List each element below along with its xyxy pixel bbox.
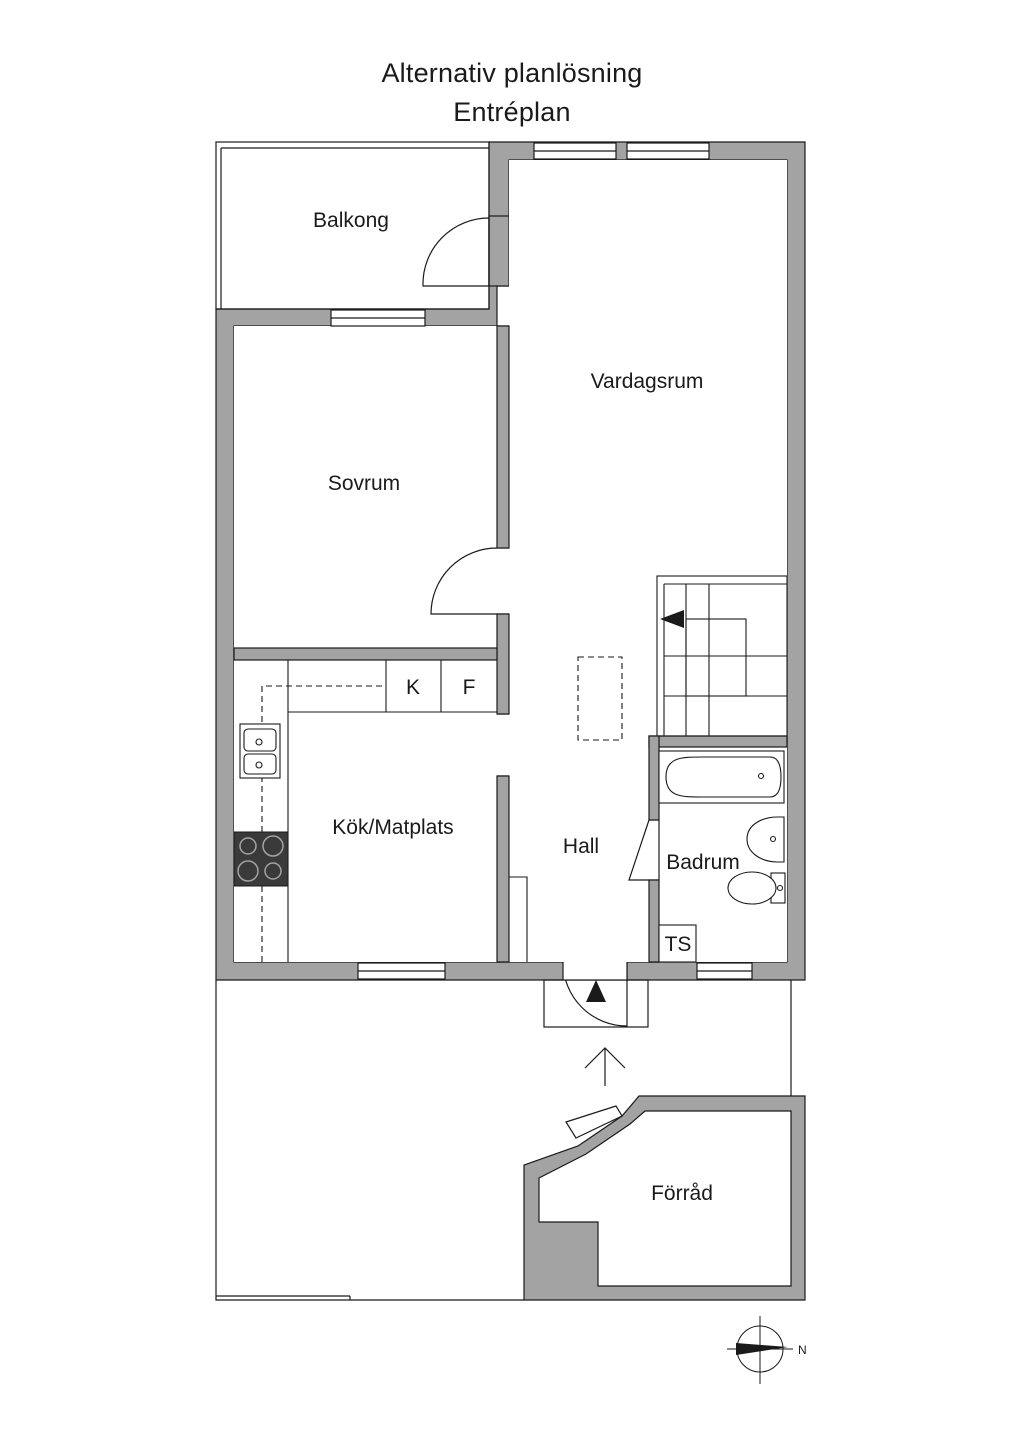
fixture-label-frys: F bbox=[463, 676, 476, 699]
washbasin-icon bbox=[746, 816, 785, 863]
patio-outline bbox=[215, 979, 792, 1301]
compass-icon bbox=[727, 1316, 793, 1384]
torkskap-box bbox=[658, 924, 697, 963]
room-label-sovrum: Sovrum bbox=[328, 472, 400, 495]
fixture-label-torkskap: TS bbox=[665, 933, 692, 956]
stair-arrow-icon bbox=[660, 610, 684, 628]
room-label-kok: Kök/Matplats bbox=[332, 816, 453, 839]
stove-icon bbox=[233, 831, 289, 887]
door-sovrum bbox=[430, 547, 498, 615]
door-badrum bbox=[628, 819, 650, 881]
door-balkong bbox=[422, 217, 490, 287]
kitchen-sink-icon bbox=[239, 723, 281, 779]
wall-balkong-lower bbox=[488, 215, 510, 287]
room-label-badrum: Badrum bbox=[666, 851, 740, 874]
plan-title: Alternativ planlösning bbox=[381, 58, 643, 88]
doors bbox=[422, 217, 660, 1027]
toilet-icon bbox=[727, 871, 786, 905]
storage-walls bbox=[523, 1095, 806, 1301]
windows bbox=[330, 142, 753, 980]
room-label-balkong: Balkong bbox=[313, 209, 389, 232]
skylight-outline bbox=[577, 656, 623, 741]
hall-closet bbox=[509, 876, 528, 962]
entry-direction-arrow-icon bbox=[584, 1047, 626, 1086]
compass-north-label: N bbox=[798, 1343, 807, 1357]
room-label-forrad: Förråd bbox=[651, 1182, 713, 1205]
room-label-vardagsrum: Vardagsrum bbox=[591, 370, 704, 393]
plan-subtitle: Entréplan bbox=[453, 97, 571, 127]
staircase bbox=[656, 575, 788, 737]
fixture-label-kyl: K bbox=[406, 676, 420, 699]
bathtub-icon bbox=[658, 750, 785, 804]
entrance-arrow-icon bbox=[586, 980, 606, 1002]
room-label-hall: Hall bbox=[563, 835, 599, 858]
